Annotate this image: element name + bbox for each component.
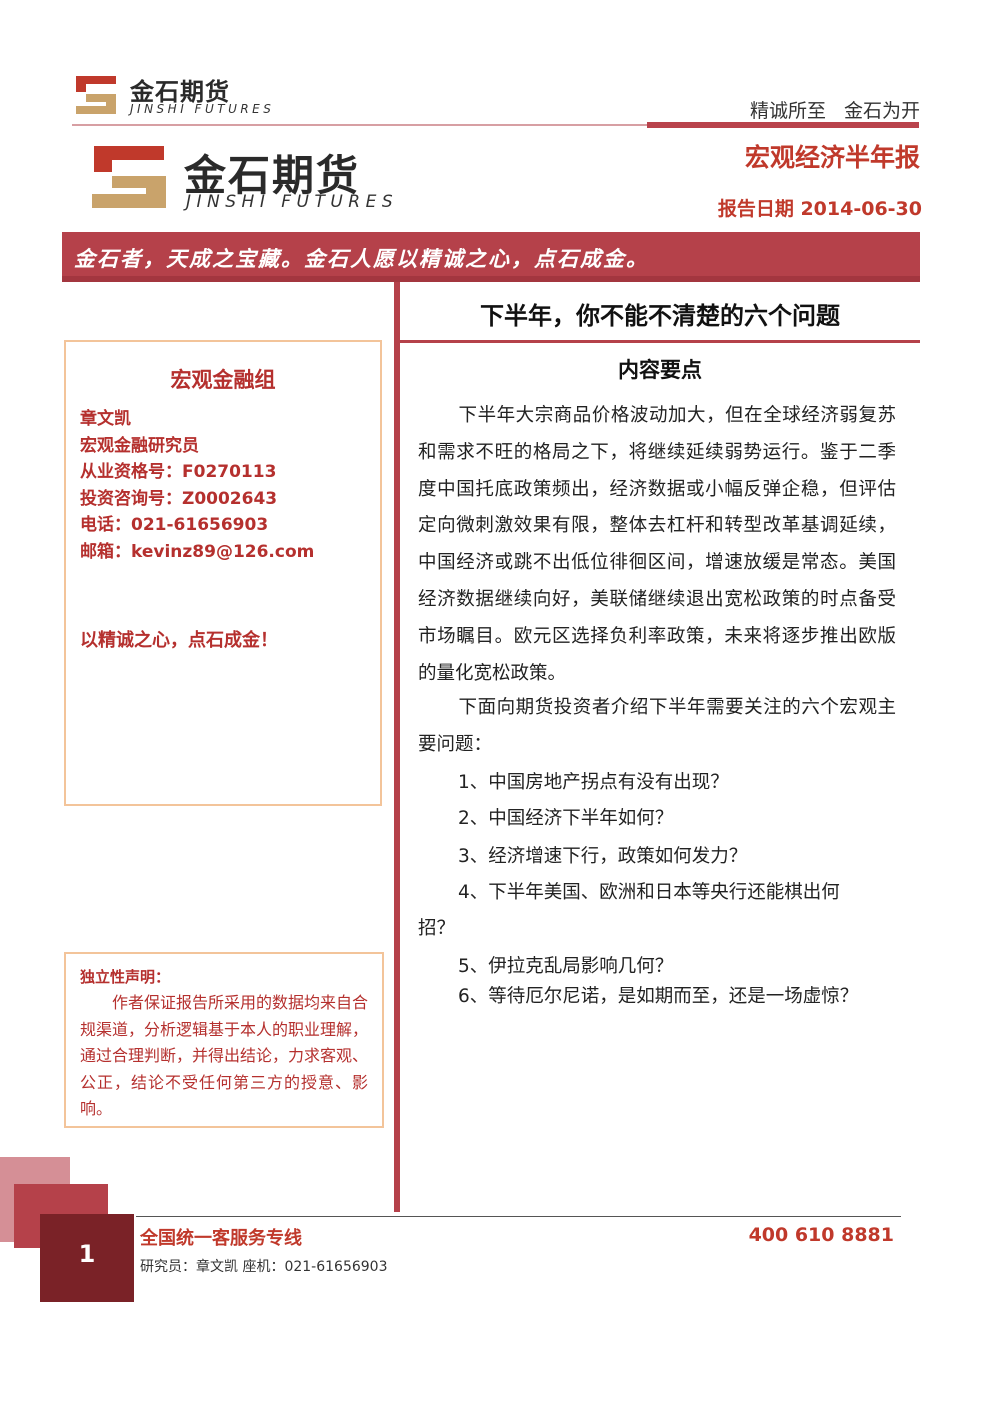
footer-rule (136, 1216, 901, 1217)
summary-paragraph-1: 下半年大宗商品价格波动加大，但在全球经济弱复苏和需求不旺的格局之下，将继续延续弱… (418, 398, 896, 692)
report-date: 报告日期 2014-06-30 (717, 198, 922, 220)
brand-name-en-small: JINSHI FUTURES (130, 102, 275, 116)
question-item: 2、中国经济下半年如何？ (458, 808, 674, 829)
question-item-continued: 招？ (418, 918, 456, 939)
article-heading: 下半年，你不能不清楚的六个问题 (480, 302, 840, 330)
analyst-contact: 章文凯 宏观金融研究员 从业资格号：F0270113 投资咨询号：Z000264… (80, 406, 314, 565)
header-rule-right (647, 122, 919, 128)
hotline-number[interactable]: 400 610 8881 (748, 1224, 894, 1246)
analyst-role: 宏观金融研究员 (80, 435, 199, 456)
researcher-contact: 研究员：章文凯 座机：021-61656903 (140, 1259, 388, 1275)
declaration-text: 作者保证报告所采用的数据均来自合规渠道，分析逻辑基于本人的职业理解，通过合理判断… (80, 993, 369, 1118)
jinshi-logo-icon (72, 72, 124, 118)
question-item: 6、等待厄尔尼诺，是如期而至，还是一场虚惊？ (458, 986, 859, 1007)
brand-name-cn-large: 金石期货 (184, 151, 361, 200)
jinshi-logo-large-icon (92, 146, 166, 208)
section-title: 内容要点 (618, 358, 702, 382)
banner-text: 金石者，天成之宝藏。金石人愿以精诚之心，点石成金。 (74, 246, 649, 271)
heading-rule (400, 340, 920, 343)
question-item: 1、中国房地产拐点有没有出现？ (458, 772, 729, 793)
question-item: 5、伊拉克乱局影响几何？ (458, 956, 674, 977)
declaration-title: 独立性声明： (80, 968, 171, 986)
page-number: 1 (78, 1240, 96, 1268)
team-motto: 以精诚之心，点石成金！ (80, 630, 278, 651)
motto-banner: 金石者，天成之宝藏。金石人愿以精诚之心，点石成金。 (62, 232, 920, 282)
header-logo-large: 金石期货 JINSHI FUTURES (88, 142, 398, 214)
declaration-body: 作者保证报告所采用的数据均来自合规渠道，分析逻辑基于本人的职业理解，通过合理判断… (80, 990, 368, 1123)
slogan-part-2: 金石为开 (843, 100, 920, 122)
report-type: 宏观经济半年报 (744, 143, 920, 172)
analyst-email[interactable]: 邮箱：kevinz89@126.com (80, 541, 315, 562)
hotline-label: 全国统一客服务专线 (140, 1228, 302, 1249)
column-divider (394, 282, 400, 1212)
question-item: 4、下半年美国、欧洲和日本等央行还能棋出何 (458, 882, 840, 903)
brand-name-en-large: JINSHI FUTURES (186, 192, 399, 212)
analyst-advisory-no: 投资咨询号：Z0002643 (80, 488, 278, 509)
analyst-info-box: 宏观金融组 章文凯 宏观金融研究员 从业资格号：F0270113 投资咨询号：Z… (64, 340, 382, 806)
analyst-license: 从业资格号：F0270113 (80, 462, 277, 482)
summary-paragraph-2: 下面向期货投资者介绍下半年需要关注的六个宏观主要问题： (418, 690, 896, 764)
slogan-part-1: 精诚所至 (749, 100, 826, 122)
page-number-block (40, 1214, 134, 1302)
independence-declaration-box: 独立性声明： 作者保证报告所采用的数据均来自合规渠道，分析逻辑基于本人的职业理解… (64, 952, 384, 1128)
header-logo-small: 金石期货 JINSHI FUTURES (72, 70, 272, 122)
analyst-name: 章文凯 (80, 409, 131, 429)
paragraph-2-text: 下面向期货投资者介绍下半年需要关注的六个宏观主要问题： (418, 697, 896, 755)
team-title: 宏观金融组 (170, 368, 276, 392)
paragraph-1-text: 下半年大宗商品价格波动加大，但在全球经济弱复苏和需求不旺的格局之下，将继续延续弱… (418, 405, 896, 684)
brand-name-cn-small: 金石期货 (130, 78, 230, 106)
brand-slogan: 精诚所至金石为开 (750, 96, 920, 123)
analyst-phone: 电话：021-61656903 (80, 515, 269, 535)
question-item: 3、经济增速下行，政策如何发力？ (458, 846, 748, 867)
header-rule-left (72, 124, 647, 126)
